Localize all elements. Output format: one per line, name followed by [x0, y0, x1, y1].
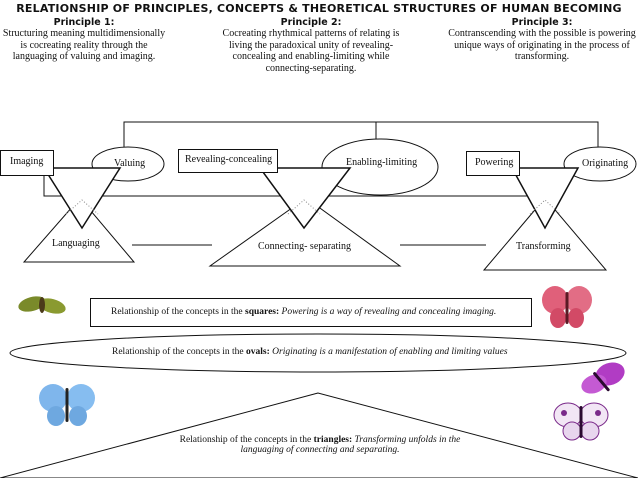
- triangle-relationship: [0, 392, 638, 478]
- principle-1-line: Structuring meaning multidimensionally: [2, 28, 166, 39]
- oval-enabling-limiting: [321, 138, 439, 196]
- principle-2-heading: Principle 2:: [280, 17, 342, 28]
- square-imaging-label: Imaging: [10, 156, 44, 167]
- purple-butterfly-icon: [581, 362, 625, 394]
- ovals-relationship-text: Relationship of the concepts in the oval…: [112, 347, 508, 357]
- inner-dots-3: [529, 199, 561, 215]
- principle-2: Principle 2: Cocreating rhythmical patte…: [213, 17, 409, 74]
- principle-3-line: transforming.: [514, 51, 570, 62]
- inverted-triangle-1: [42, 167, 122, 230]
- square-imaging: Imaging: [0, 150, 54, 176]
- triangle-connecting: [208, 197, 402, 267]
- principle-2-line: living the paradoxical unity of revealin…: [228, 39, 394, 51]
- triangle-transforming: [482, 197, 608, 271]
- ovals-relationship-statement: Originating is a manifestation of enabli…: [272, 347, 508, 357]
- principle-2-line: concealing and enabling-limiting while: [232, 51, 390, 62]
- triangles-relationship-statement-2: languaging of connecting and separating.: [240, 445, 400, 455]
- principle-3-line: Contranscending with the possible is pow…: [448, 28, 636, 39]
- principle-2-line: connecting-separating.: [265, 62, 357, 74]
- white-purple-butterfly-icon: [553, 402, 609, 441]
- squares-relationship-statement: Powering is a way of revealing and conce…: [281, 307, 497, 317]
- inverted-triangle-2: [258, 167, 352, 230]
- principle-3: Principle 3: Contranscending with the po…: [446, 17, 638, 63]
- ovals-relationship-shape: ovals:: [246, 347, 270, 357]
- blue-butterfly-icon: [39, 384, 95, 426]
- oval-valuing-label: Valuing: [114, 158, 146, 169]
- squares-relationship-box: Relationship of the concepts in the squa…: [90, 298, 532, 327]
- triangle-connecting-label: Connecting- separating: [258, 241, 352, 252]
- oval-originating-label: Originating: [582, 158, 629, 169]
- triangles-relationship-shape: triangles:: [313, 435, 353, 445]
- moth-icon: [18, 296, 66, 314]
- oval-enabling-limiting-label: Enabling-limiting: [346, 157, 418, 168]
- square-powering: Powering: [466, 151, 520, 176]
- inner-dots-1: [65, 199, 99, 215]
- principle-3-line: unique ways of originating in the proces…: [454, 39, 630, 51]
- triangle-languaging: [22, 197, 136, 263]
- triangles-relationship-statement-1: Transforming unfolds in the: [354, 435, 461, 445]
- diagram-title: RELATIONSHIP OF PRINCIPLES, CONCEPTS & T…: [16, 2, 622, 15]
- oval-originating: [563, 146, 637, 182]
- top-connector-line: [123, 121, 599, 152]
- principle-1-heading: Principle 1:: [53, 17, 115, 28]
- principle-1-line: languaging of valuing and imaging.: [12, 51, 156, 62]
- triangles-relationship-prefix: Relationship of the concepts in the: [179, 435, 314, 445]
- square-revealing-concealing-label: Revealing-concealing: [185, 154, 273, 165]
- square-revealing-concealing: Revealing-concealing: [178, 149, 278, 173]
- oval-relationship: [9, 333, 627, 373]
- level-connector-line: [43, 176, 560, 197]
- inner-dots-2: [287, 199, 321, 215]
- principle-1: Principle 1: Structuring meaning multidi…: [0, 17, 168, 63]
- square-powering-label: Powering: [475, 157, 514, 168]
- triangle-transforming-label: Transforming: [516, 241, 571, 252]
- principle-2-line: Cocreating rhythmical patterns of relati…: [222, 28, 400, 39]
- principle-1-line: is cocreating reality through the: [20, 39, 148, 51]
- pink-butterfly-icon: [542, 286, 592, 328]
- squares-relationship-text: Relationship of the concepts in the squa…: [111, 307, 496, 317]
- triangles-relationship-text: Relationship of the concepts in the tria…: [140, 435, 500, 455]
- principle-3-heading: Principle 3:: [511, 17, 573, 28]
- squares-relationship-prefix: Relationship of the concepts in the: [111, 307, 246, 317]
- ovals-relationship-prefix: Relationship of the concepts in the: [112, 347, 247, 357]
- inverted-triangle-3: [510, 167, 580, 230]
- squares-relationship-shape: squares:: [245, 307, 280, 317]
- triangle-languaging-label: Languaging: [52, 238, 100, 249]
